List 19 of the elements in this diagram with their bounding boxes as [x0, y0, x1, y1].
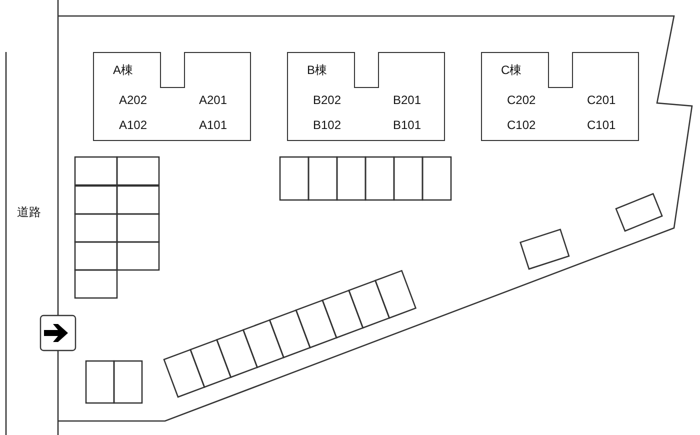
- building-name: B棟: [307, 63, 328, 77]
- unit-number: A202: [119, 93, 148, 107]
- unit-number: C102: [507, 118, 536, 132]
- unit-number: A102: [119, 118, 148, 132]
- apartment-building: [93, 52, 251, 141]
- unit-number: B202: [313, 93, 342, 107]
- road-label: 道路: [17, 205, 41, 219]
- unit-number: C202: [507, 93, 536, 107]
- building-name: C棟: [501, 63, 522, 77]
- unit-number: C101: [587, 118, 616, 132]
- unit-number: A101: [199, 118, 228, 132]
- apartment-building: [287, 52, 445, 141]
- unit-number: B102: [313, 118, 342, 132]
- unit-number: C201: [587, 93, 616, 107]
- unit-number: B201: [393, 93, 422, 107]
- unit-number: A201: [199, 93, 228, 107]
- unit-number: B101: [393, 118, 422, 132]
- building-name: A棟: [113, 63, 134, 77]
- apartment-building: [481, 52, 639, 141]
